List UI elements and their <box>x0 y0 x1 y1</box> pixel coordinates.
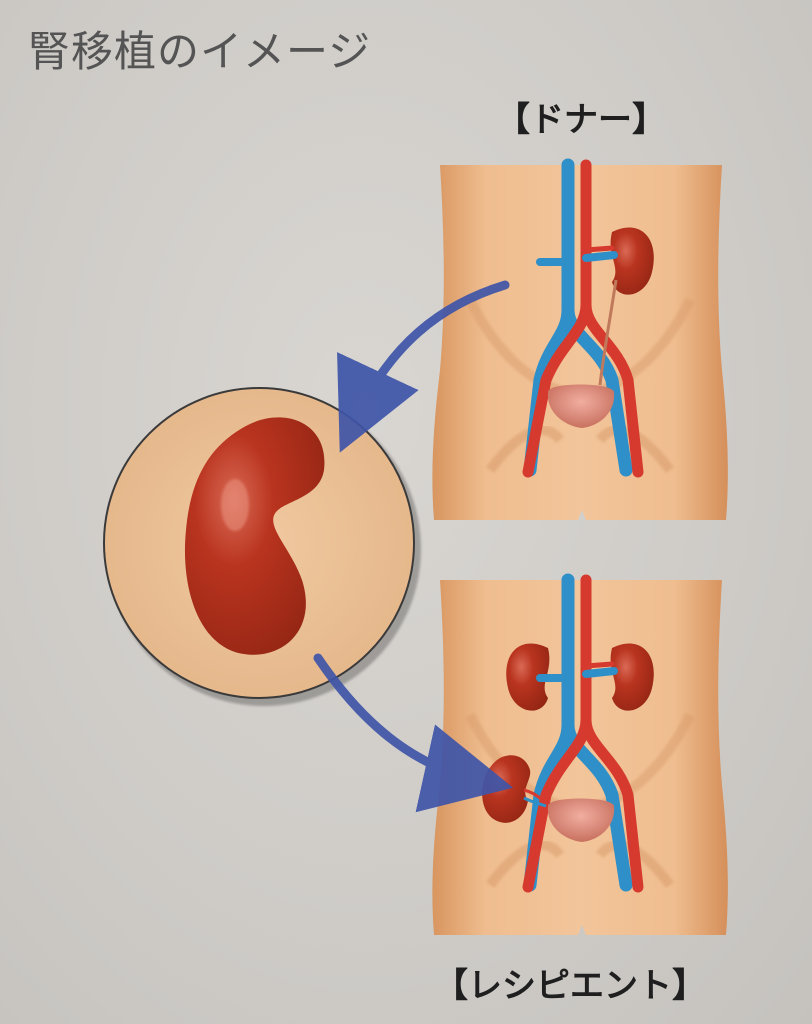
donor-vessels <box>522 158 644 478</box>
arrow-donor-to-kidney <box>337 280 510 453</box>
donor-torso <box>432 158 728 520</box>
recipient-native-kidney-left <box>506 643 550 711</box>
recipient-torso <box>432 573 728 935</box>
page-title: 腎移植のイメージ <box>28 27 372 76</box>
magnified-kidney-circle <box>103 387 421 706</box>
arrow-kidney-to-recipient <box>313 653 514 813</box>
recipient-native-kidney-right <box>610 643 654 711</box>
transfer-arrows <box>313 280 514 813</box>
kidney-icon <box>184 417 325 655</box>
donor-label: 【ドナー】 <box>496 100 666 140</box>
recipient-bladder <box>547 798 615 842</box>
recipient-label: 【レシピエント】 <box>434 966 706 1006</box>
donor-bladder <box>547 384 615 428</box>
donor-kidney <box>610 227 654 295</box>
recipient-vessels <box>522 573 644 893</box>
